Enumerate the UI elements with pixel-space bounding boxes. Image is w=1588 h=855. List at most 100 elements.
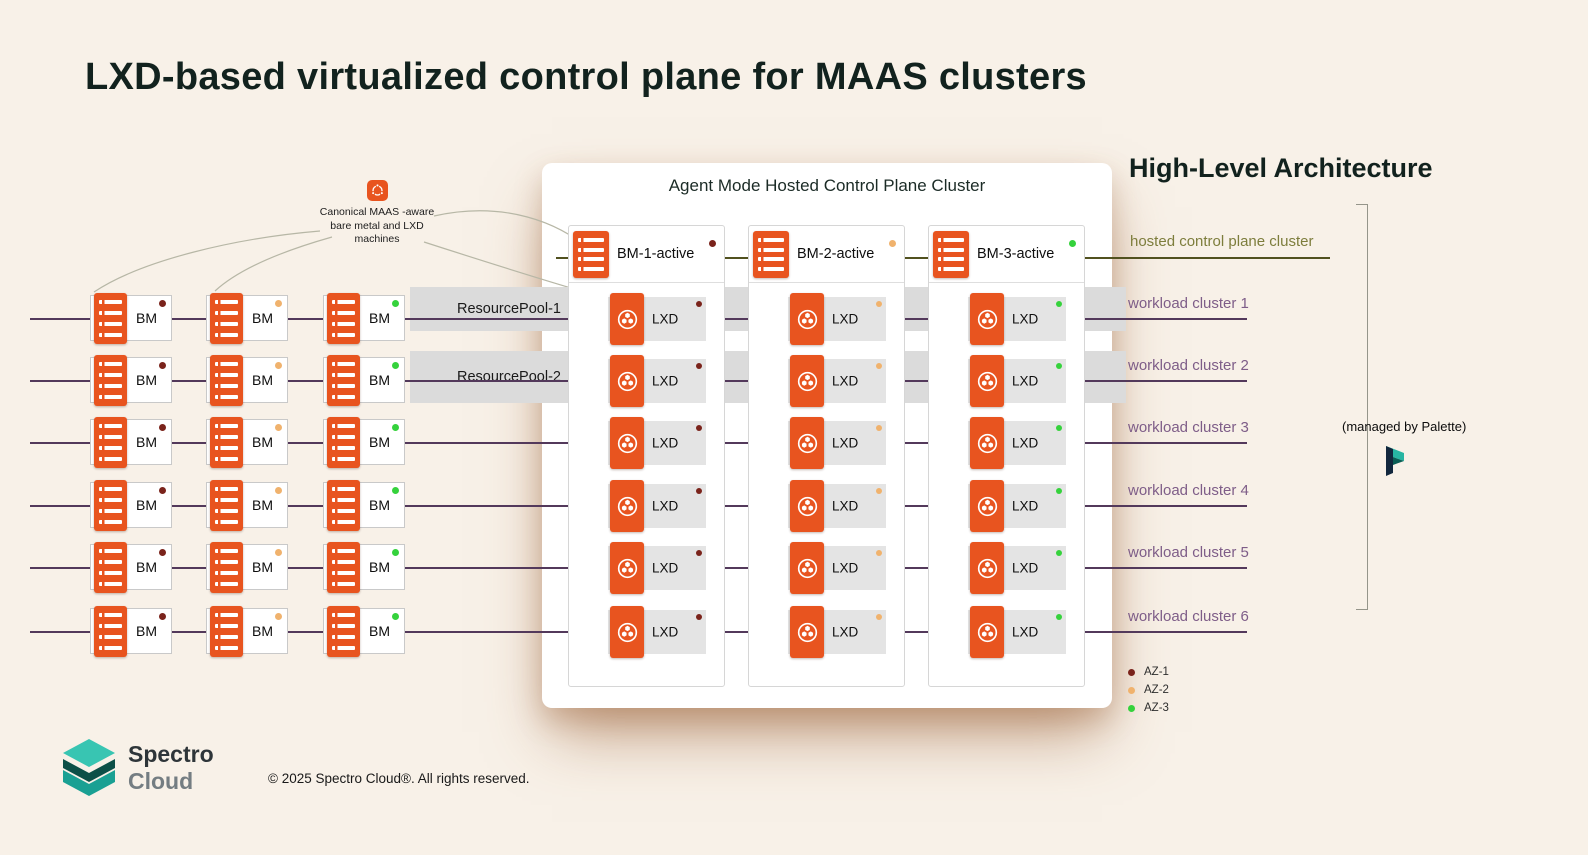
lxd-node: LXD <box>788 480 886 532</box>
lxd-icon <box>790 606 824 658</box>
bm-host-label: BM-3-active <box>977 246 1055 262</box>
lxd-label: LXD <box>1012 435 1039 451</box>
bare-metal-node: BM <box>206 417 288 468</box>
bm-host-header: BM-1-active <box>569 226 724 283</box>
resource-pool-label: ResourcePool-1 <box>457 301 561 317</box>
lxd-node: LXD <box>788 355 886 407</box>
az-dot-az-2 <box>889 240 896 247</box>
lxd-icon <box>970 606 1004 658</box>
lxd-icon <box>790 417 824 469</box>
az-dot-az-2 <box>275 362 282 369</box>
bm-host-header: BM-3-active <box>929 226 1084 283</box>
server-icon <box>327 606 360 657</box>
legend-item: AZ-1 <box>1128 663 1169 681</box>
legend-item: AZ-2 <box>1128 681 1169 699</box>
bare-metal-node: BM <box>206 293 288 344</box>
lxd-node: LXD <box>608 542 706 594</box>
az-dot-az-1 <box>159 424 166 431</box>
lxd-node: LXD <box>608 293 706 345</box>
lxd-node: LXD <box>968 606 1066 658</box>
legend-label: AZ-3 <box>1144 702 1169 714</box>
spectro-cloud-logo-mark <box>63 739 115 796</box>
legend-dot <box>1128 686 1135 694</box>
lxd-icon <box>970 355 1004 407</box>
az-dot-az-1 <box>159 362 166 369</box>
lxd-node: LXD <box>788 606 886 658</box>
bare-metal-label: BM <box>369 372 390 388</box>
bare-metal-label: BM <box>136 559 157 575</box>
server-icon <box>327 417 360 468</box>
resource-pool-label: ResourcePool-2 <box>457 369 561 385</box>
bm-host-label: BM-1-active <box>617 246 695 262</box>
server-icon <box>210 355 243 406</box>
az-dot-az-2 <box>876 425 882 431</box>
bare-metal-node: BM <box>206 480 288 531</box>
lxd-label: LXD <box>1012 311 1039 327</box>
workload-cluster-label: workload cluster 5 <box>1128 544 1249 561</box>
server-icon <box>210 293 243 344</box>
az-dot-az-1 <box>696 488 702 494</box>
az-dot-az-1 <box>159 487 166 494</box>
lxd-icon <box>970 480 1004 532</box>
bare-metal-node: BM <box>90 606 172 657</box>
az-dot-az-2 <box>876 363 882 369</box>
bare-metal-label: BM <box>252 497 273 513</box>
bare-metal-node: BM <box>206 606 288 657</box>
az-dot-az-1 <box>159 549 166 556</box>
az-dot-az-3 <box>1056 614 1062 620</box>
bm-host-label: BM-2-active <box>797 246 875 262</box>
annotation-text-line: bare metal and LXD <box>330 219 424 232</box>
az-dot-az-3 <box>1056 301 1062 307</box>
lxd-icon <box>970 542 1004 594</box>
server-icon <box>94 606 127 657</box>
bare-metal-node: BM <box>90 542 172 593</box>
server-icon <box>327 355 360 406</box>
az-dot-az-3 <box>1056 425 1062 431</box>
brand-name-line2: Cloud <box>128 768 194 794</box>
lxd-label: LXD <box>652 373 679 389</box>
az-dot-az-3 <box>392 613 399 620</box>
bare-metal-node: BM <box>90 355 172 406</box>
az-dot-az-1 <box>696 614 702 620</box>
az-dot-az-3 <box>1056 550 1062 556</box>
brand-name-line1: Spectro <box>128 740 214 767</box>
az-dot-az-1 <box>159 300 166 307</box>
lxd-icon <box>790 480 824 532</box>
lxd-node: LXD <box>968 542 1066 594</box>
lxd-node: LXD <box>788 542 886 594</box>
az-dot-az-3 <box>1069 240 1076 247</box>
server-icon <box>573 231 609 278</box>
hosted-cluster-label: hosted control plane cluster <box>1130 233 1314 250</box>
bm-host-header: BM-2-active <box>749 226 904 283</box>
az-dot-az-3 <box>392 362 399 369</box>
lxd-label: LXD <box>832 624 859 640</box>
az-dot-az-2 <box>876 550 882 556</box>
server-icon <box>94 293 127 344</box>
az-dot-az-3 <box>1056 488 1062 494</box>
lxd-icon <box>610 606 644 658</box>
az-dot-az-3 <box>392 300 399 307</box>
bare-metal-label: BM <box>369 497 390 513</box>
lxd-icon <box>610 480 644 532</box>
az-dot-az-1 <box>696 301 702 307</box>
managed-by-label: (managed by Palette) <box>1342 419 1467 434</box>
az-dot-az-3 <box>392 549 399 556</box>
lxd-node: LXD <box>788 417 886 469</box>
bare-metal-label: BM <box>136 434 157 450</box>
az-dot-az-1 <box>159 613 166 620</box>
canonical-annotation: Canonical MAAS -aware bare metal and LXD… <box>316 180 438 247</box>
legend-label: AZ-2 <box>1144 684 1169 696</box>
az-dot-az-3 <box>392 487 399 494</box>
server-icon <box>94 542 127 593</box>
lxd-node: LXD <box>788 293 886 345</box>
az-dot-az-1 <box>696 550 702 556</box>
az-dot-az-2 <box>876 301 882 307</box>
bare-metal-label: BM <box>252 310 273 326</box>
server-icon <box>94 417 127 468</box>
page-title: LXD-based virtualized control plane for … <box>85 56 1087 98</box>
